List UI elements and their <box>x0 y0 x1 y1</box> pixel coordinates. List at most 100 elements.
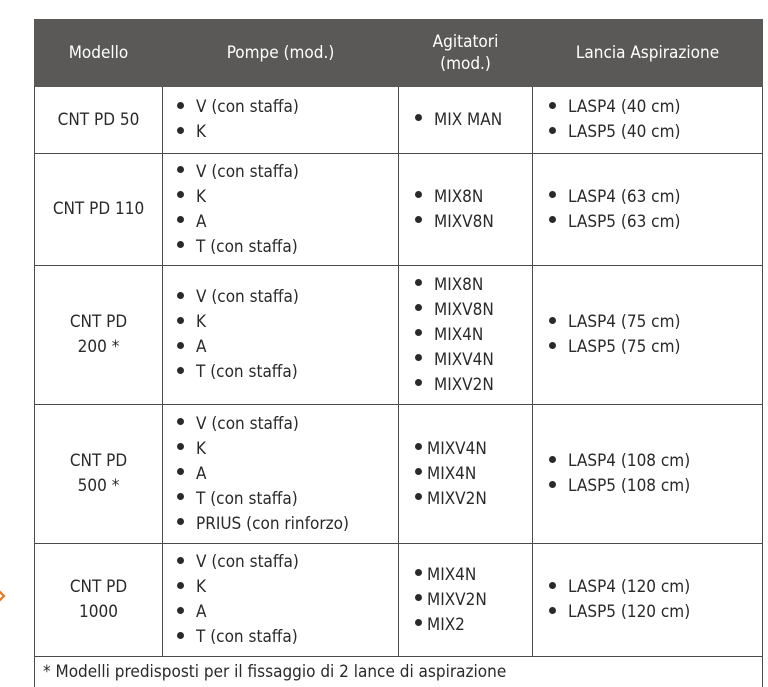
model-name-line1: CNT PD <box>70 312 127 332</box>
list-item: A <box>177 600 398 625</box>
agitatori-cell: MIX4N MIXV2N MIX2 <box>399 544 533 657</box>
header-agitatori: Agitatori (mod.) <box>399 20 533 87</box>
bullet-icon <box>177 127 184 134</box>
models-table: Modello Pompe (mod.) Agitatori (mod.) La… <box>34 19 763 687</box>
list-item: LASP5 (108 cm) <box>549 474 762 499</box>
agitatori-list: MIXV4N MIX4N MIXV2N <box>415 437 532 512</box>
list-item: T (con staffa) <box>177 235 398 260</box>
bullet-icon <box>177 292 184 299</box>
agitatori-cell: MIX MAN <box>399 87 533 154</box>
list-item: V (con staffa) <box>177 95 398 120</box>
pompe-cell: V (con staffa) K <box>163 87 399 154</box>
pompe-list: V (con staffa) K <box>177 95 398 145</box>
header-agitatori-line2: (mod.) <box>440 54 491 74</box>
bullet-icon <box>549 102 556 109</box>
lancia-cell: LASP4 (120 cm) LASP5 (120 cm) <box>533 544 763 657</box>
agitatori-cell: MIX8N MIXV8N MIX4N MIXV4N MIXV2N <box>399 266 533 405</box>
model-name-line2: 200 * <box>78 337 120 357</box>
footnote-row: * Modelli predisposti per il fissaggio d… <box>35 657 763 687</box>
list-item: LASP4 (40 cm) <box>549 95 762 120</box>
table-row: CNT PD 200 * V (con staffa) K A T (con s… <box>35 266 763 405</box>
model-name: CNT PD 110 <box>53 199 144 219</box>
header-lancia: Lancia Aspirazione <box>533 20 763 87</box>
pompe-list: V (con staffa) K A T (con staffa) PRIUS … <box>177 412 398 537</box>
lancia-cell: LASP4 (40 cm) LASP5 (40 cm) <box>533 87 763 154</box>
bullet-icon <box>549 216 556 223</box>
list-item: MIXV4N <box>415 437 532 462</box>
bullet-icon <box>549 582 556 589</box>
lancia-list: LASP4 (75 cm) LASP5 (75 cm) <box>549 310 762 360</box>
list-item: LASP5 (63 cm) <box>549 210 762 235</box>
header-pompe: Pompe (mod.) <box>163 20 399 87</box>
bullet-icon <box>415 191 422 198</box>
agitatori-list: MIX8N MIXV8N <box>415 185 532 235</box>
list-item: A <box>177 335 398 360</box>
bullet-icon <box>177 241 184 248</box>
agitatori-list: MIX MAN <box>415 108 532 133</box>
model-name-line1: CNT PD <box>70 451 127 471</box>
list-item: V (con staffa) <box>177 160 398 185</box>
bullet-icon <box>415 594 422 601</box>
model-cell: CNT PD 200 * <box>35 266 163 405</box>
header-agitatori-line1: Agitatori <box>433 32 499 52</box>
bullet-icon <box>177 342 184 349</box>
list-item: MIX4N <box>415 563 532 588</box>
model-cell: CNT PD 50 <box>35 87 163 154</box>
list-item: LASP5 (40 cm) <box>549 120 762 145</box>
models-table-container: Modello Pompe (mod.) Agitatori (mod.) La… <box>34 19 762 687</box>
bullet-icon <box>415 114 422 121</box>
header-modello: Modello <box>35 20 163 87</box>
table-row: CNT PD 50 V (con staffa) K MIX MAN LASP4… <box>35 87 763 154</box>
pompe-list: V (con staffa) K A T (con staffa) <box>177 285 398 385</box>
list-item: K <box>177 185 398 210</box>
bullet-icon <box>177 102 184 109</box>
model-name-line2: 1000 <box>79 602 118 622</box>
list-item: A <box>177 210 398 235</box>
bullet-icon <box>177 166 184 173</box>
header-row: Modello Pompe (mod.) Agitatori (mod.) La… <box>35 20 763 87</box>
list-item: K <box>177 575 398 600</box>
pompe-list: V (con staffa) K A T (con staffa) <box>177 550 398 650</box>
list-item: T (con staffa) <box>177 625 398 650</box>
list-item: V (con staffa) <box>177 550 398 575</box>
list-item: LASP4 (63 cm) <box>549 185 762 210</box>
agitatori-list: MIX4N MIXV2N MIX2 <box>415 563 532 638</box>
lancia-cell: LASP4 (63 cm) LASP5 (63 cm) <box>533 154 763 266</box>
agitatori-cell: MIX8N MIXV8N <box>399 154 533 266</box>
model-name: CNT PD 50 <box>58 110 140 130</box>
bullet-icon <box>415 279 422 286</box>
list-item: T (con staffa) <box>177 487 398 512</box>
list-item: MIX8N <box>415 273 532 298</box>
bullet-icon <box>177 367 184 374</box>
bullet-icon <box>415 493 422 500</box>
list-item: K <box>177 120 398 145</box>
table-row: CNT PD 1000 V (con staffa) K A T (con st… <box>35 544 763 657</box>
list-item: MIX2 <box>415 613 532 638</box>
bullet-icon <box>177 443 184 450</box>
list-item: V (con staffa) <box>177 412 398 437</box>
bullet-icon <box>415 569 422 576</box>
list-item: MIX4N <box>415 323 532 348</box>
bullet-icon <box>415 379 422 386</box>
lancia-list: LASP4 (120 cm) LASP5 (120 cm) <box>549 575 762 625</box>
bullet-icon <box>177 468 184 475</box>
list-item: LASP4 (75 cm) <box>549 310 762 335</box>
orange-chevron-icon <box>0 590 6 602</box>
pompe-cell: V (con staffa) K A T (con staffa) <box>163 544 399 657</box>
bullet-icon <box>177 191 184 198</box>
lancia-list: LASP4 (108 cm) LASP5 (108 cm) <box>549 449 762 499</box>
bullet-icon <box>549 481 556 488</box>
agitatori-list: MIX8N MIXV8N MIX4N MIXV4N MIXV2N <box>415 273 532 398</box>
model-cell: CNT PD 1000 <box>35 544 163 657</box>
lancia-cell: LASP4 (108 cm) LASP5 (108 cm) <box>533 405 763 544</box>
lancia-cell: LASP4 (75 cm) LASP5 (75 cm) <box>533 266 763 405</box>
list-item: PRIUS (con rinforzo) <box>177 512 398 537</box>
bullet-icon <box>549 607 556 614</box>
list-item: V (con staffa) <box>177 285 398 310</box>
bullet-icon <box>415 216 422 223</box>
bullet-icon <box>415 619 422 626</box>
bullet-icon <box>549 317 556 324</box>
list-item: A <box>177 462 398 487</box>
footnote: * Modelli predisposti per il fissaggio d… <box>35 657 763 687</box>
list-item: LASP4 (108 cm) <box>549 449 762 474</box>
